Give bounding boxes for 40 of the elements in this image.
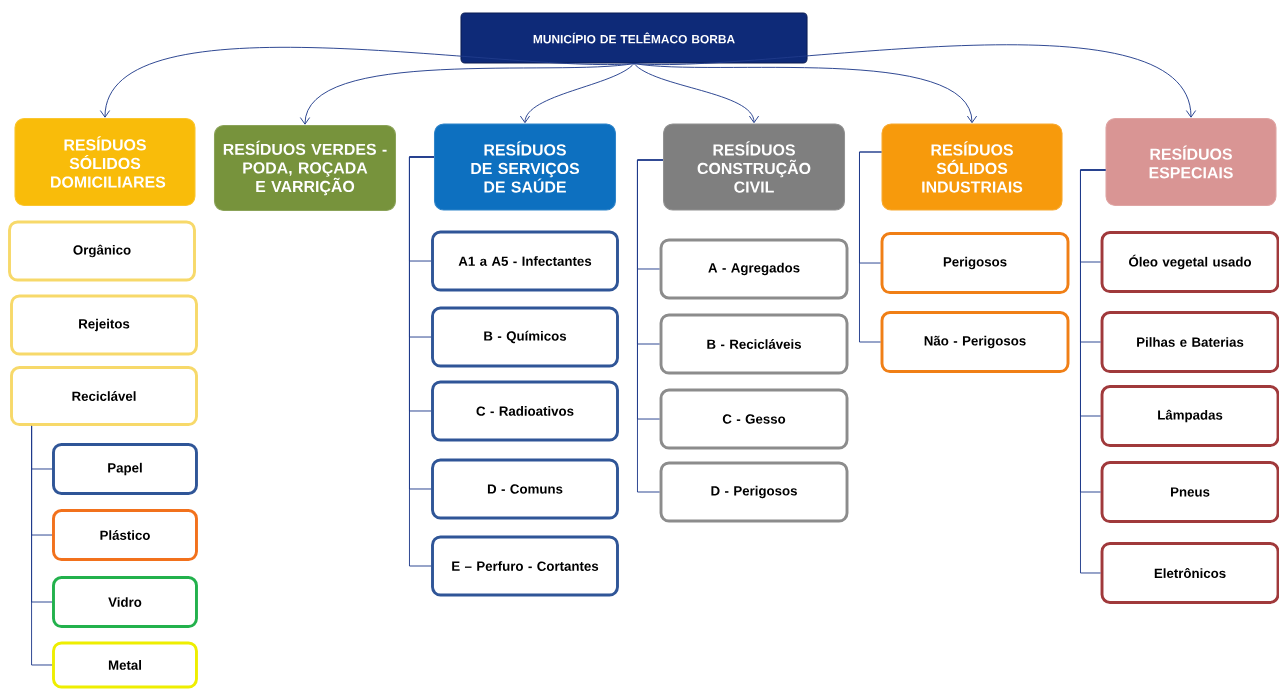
category-box: RESÍDUOS VERDES - PODA, ROÇADA E VARRIÇÃO (213, 125, 396, 212)
arrow (633, 44, 1197, 118)
item-box: Pneus (1100, 461, 1279, 523)
category-box: RESÍDUOS SÓLIDOS INDUSTRIAIS (881, 123, 1063, 211)
arrow (633, 63, 760, 124)
item-box: Orgânico (8, 220, 196, 282)
item-box: C - Gesso (659, 388, 849, 450)
item-box: Lâmpadas (1100, 385, 1279, 447)
item-box: C - Radioativos (431, 380, 619, 442)
item-box: D - Perigosos (659, 461, 849, 523)
arrow (633, 63, 978, 124)
item-box: A1 a A5 - Infectantes (431, 230, 619, 292)
item-box: Não - Perigosos (880, 311, 1070, 373)
category-box: RESÍDUOS SÓLIDOS DOMICILIARES (14, 118, 196, 206)
item-box: Perigosos (880, 232, 1070, 294)
item-box: B - Químicos (431, 306, 619, 368)
arrow (299, 63, 635, 125)
item-box: Reciclável (10, 366, 198, 426)
item-box: Metal (52, 641, 198, 689)
item-box: B - Recicláveis (659, 313, 849, 375)
title-box: MUNICÍPIO DE TELÊMACO BORBA (460, 12, 808, 64)
connector-line (1080, 169, 1106, 574)
item-box: Papel (52, 443, 198, 495)
item-box: Plástico (52, 509, 198, 561)
connector-line (31, 425, 53, 666)
item-box: A - Agregados (659, 238, 849, 300)
item-box: Rejeitos (10, 294, 198, 356)
item-box: Óleo vegetal usado (1100, 231, 1279, 293)
connector-line (637, 159, 664, 493)
item-box: Pilhas e Baterias (1100, 311, 1279, 373)
item-box: E – Perfuro - Cortantes (431, 535, 619, 597)
connector-line (409, 156, 435, 567)
category-box: RESÍDUOS DE SERVIÇOS DE SAÚDE (433, 123, 616, 211)
category-box: RESÍDUOS CONSTRUÇÃO CIVIL (663, 123, 846, 211)
arrow (519, 63, 635, 124)
item-box: D - Comuns (431, 458, 619, 520)
item-box: Vidro (52, 576, 198, 628)
item-box: Eletrônicos (1100, 542, 1279, 604)
category-box: RESÍDUOS ESPECIAIS (1105, 118, 1277, 206)
connector-line (859, 151, 882, 343)
